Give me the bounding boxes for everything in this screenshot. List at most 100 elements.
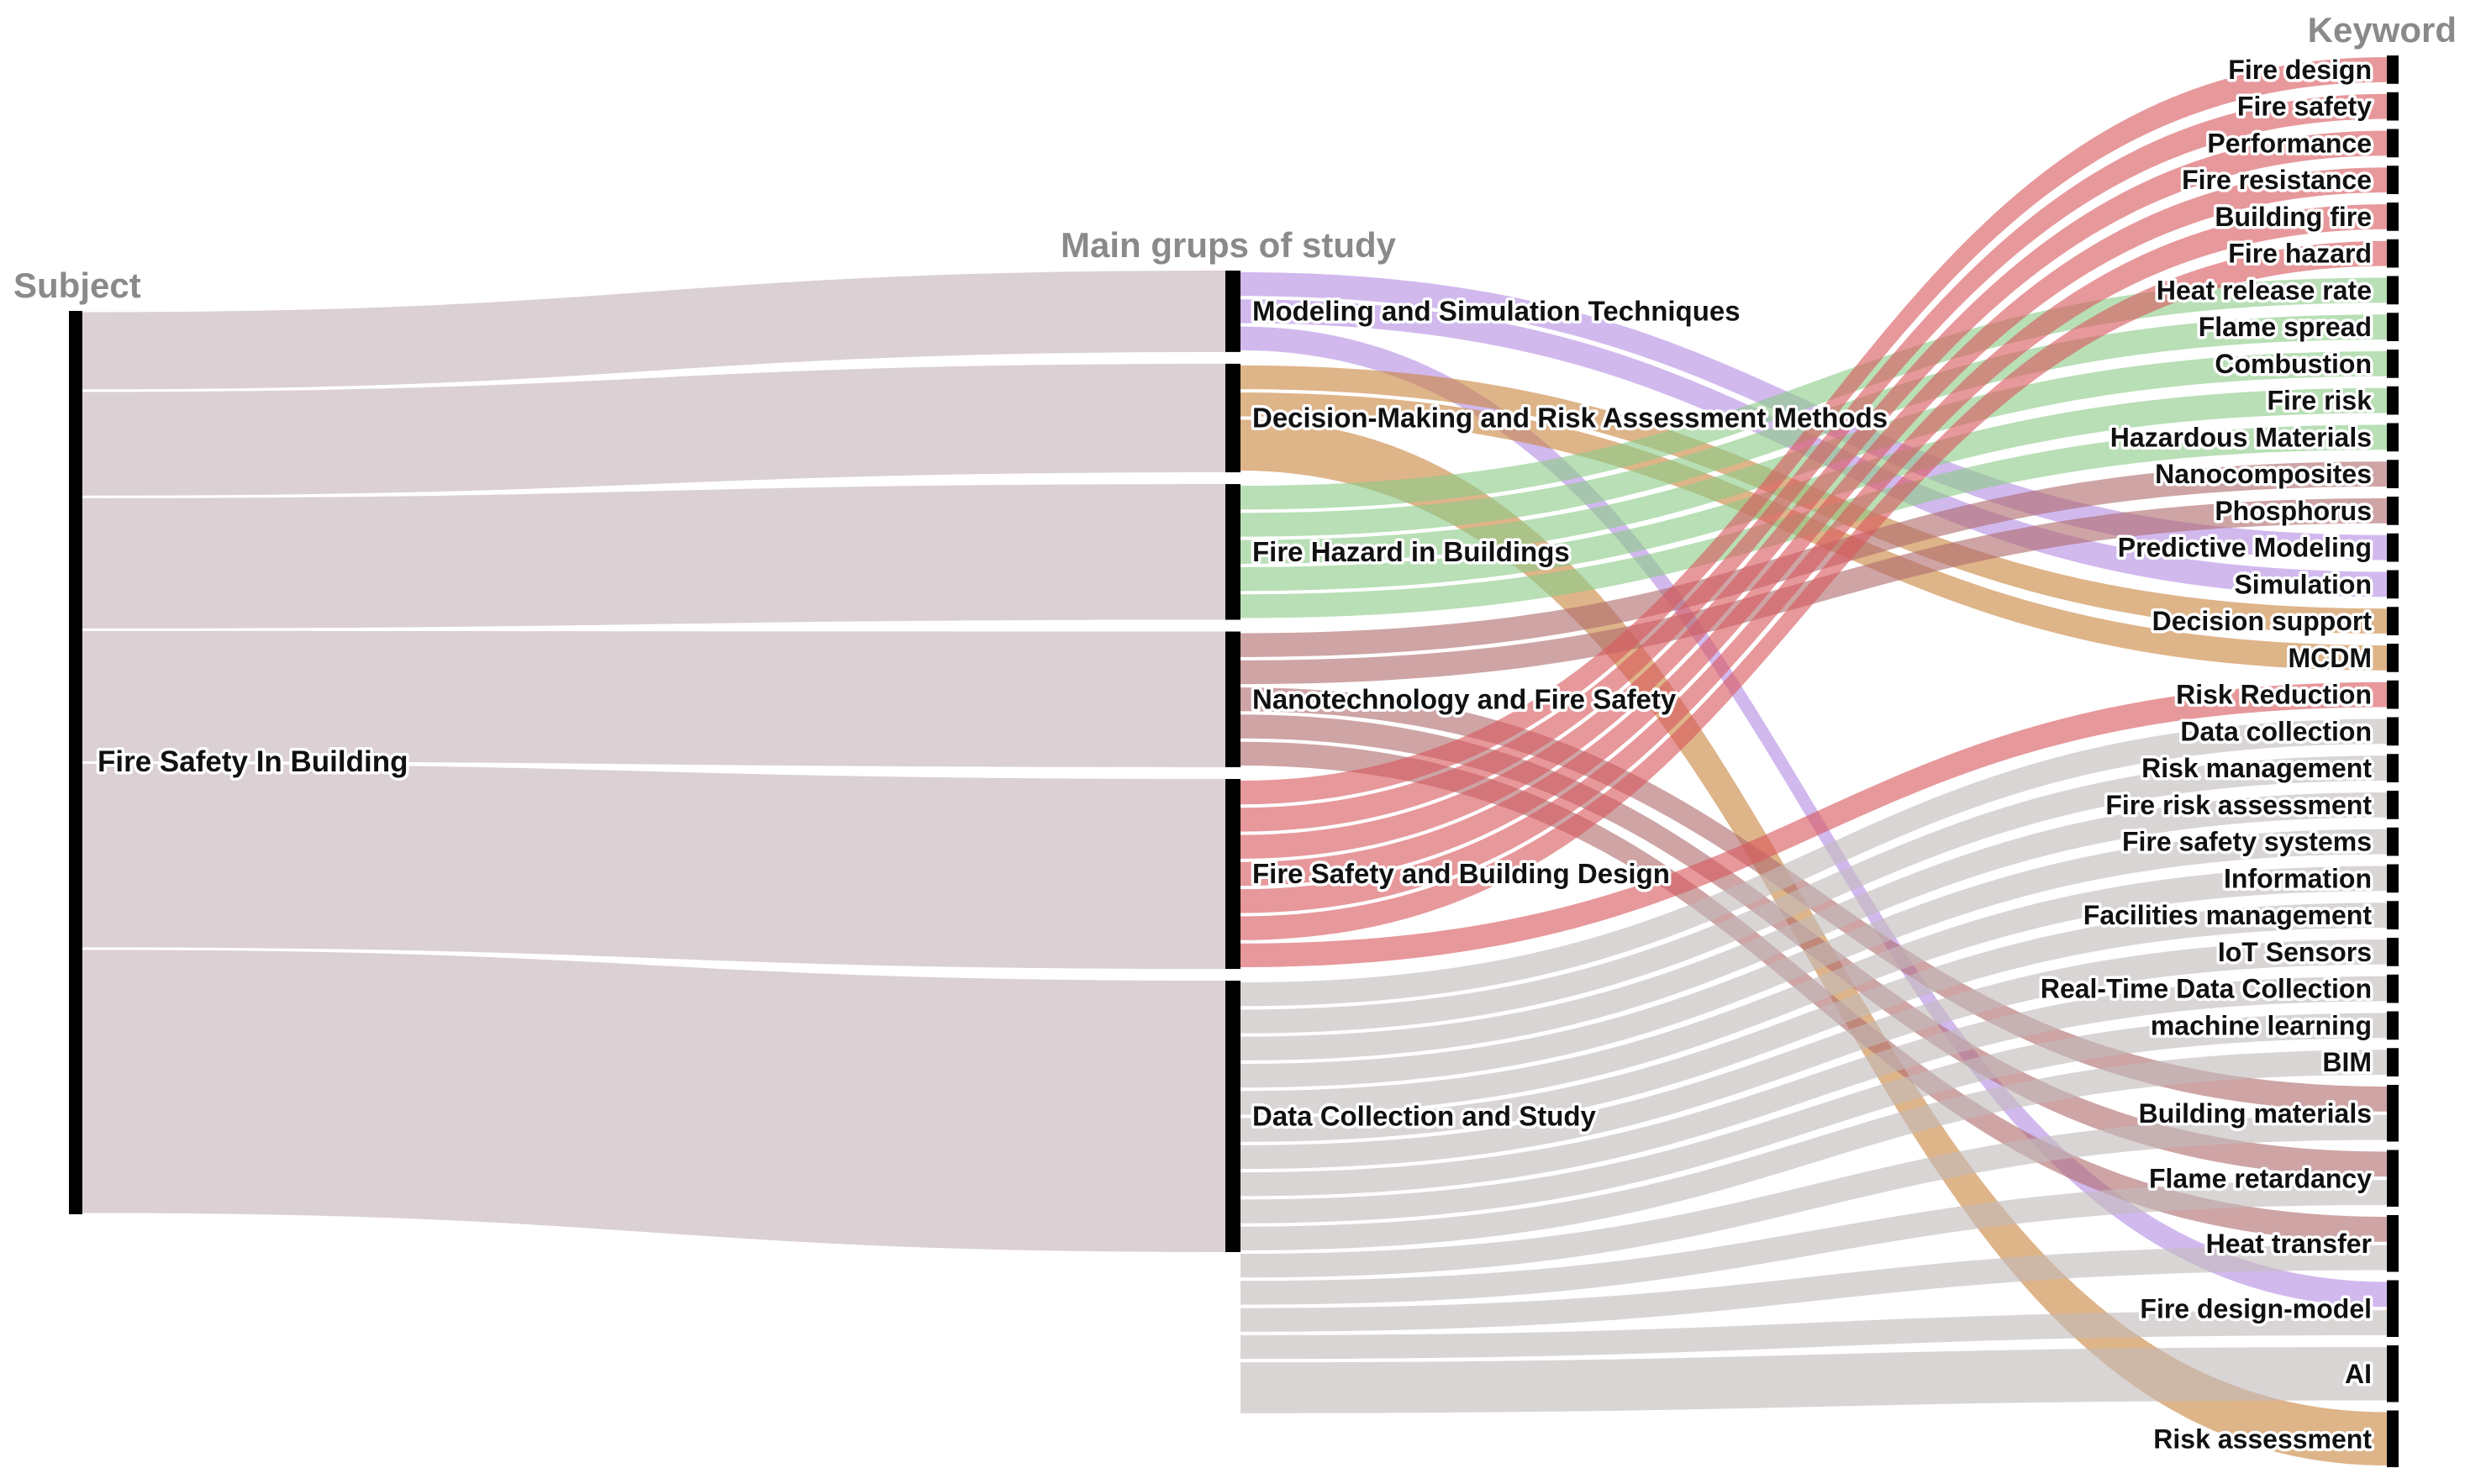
group-label-nano: Nanotechnology and Fire Safety (1252, 683, 1677, 714)
group-links-layer (1240, 57, 2387, 1466)
link-data-to-real-time-data-collection (1240, 976, 2387, 1197)
subject-node (69, 311, 82, 1214)
keyword-node-phosphorus (2387, 497, 2399, 525)
keyword-node-bim (2387, 1048, 2399, 1076)
keyword-label-machine-learning: machine learning (2151, 1010, 2372, 1040)
link-design-to-fire-resistance (1240, 167, 2387, 887)
keyword-node-iot-sensors (2387, 938, 2399, 966)
keyword-node-real-time-data-collection (2387, 974, 2399, 1003)
keyword-node-nanocomposites (2387, 460, 2399, 488)
link-hazard-to-heat-release-rate (1240, 277, 2387, 510)
keyword-label-risk-management: Risk management (2141, 753, 2372, 783)
link-subject-to-decision (82, 363, 1225, 496)
group-label-modeling: Modeling and Simulation Techniques (1252, 295, 1741, 326)
link-design-to-risk-reduction (1240, 681, 2387, 968)
keyword-label-phosphorus: Phosphorus (2215, 496, 2372, 526)
link-data-to-flame-retardancy (1240, 1180, 2387, 1305)
link-data-to-building-materials (1240, 1114, 2387, 1278)
keyword-label-mcdm: MCDM (2288, 643, 2372, 673)
keyword-node-risk-assessment (2387, 1410, 2399, 1467)
group-node-modeling (1225, 271, 1240, 352)
keyword-label-real-time-data-collection: Real-Time Data Collection (2041, 974, 2372, 1004)
keyword-node-building-fire (2387, 203, 2399, 231)
keyword-label-combustion: Combustion (2215, 349, 2372, 379)
group-node-nano (1225, 631, 1240, 767)
group-node-design (1225, 779, 1240, 970)
link-data-to-risk-management (1240, 755, 2387, 1034)
link-data-to-bim (1240, 1050, 2387, 1250)
keyword-label-fire-design: Fire design (2228, 55, 2372, 85)
keyword-node-building-materials (2387, 1085, 2399, 1142)
keyword-label-information: Information (2224, 863, 2372, 893)
link-design-to-fire-design (1240, 57, 2387, 805)
link-subject-to-nano (82, 630, 1225, 767)
group-label-hazard: Fire Hazard in Buildings (1252, 536, 1570, 567)
keyword-node-fire-resistance (2387, 166, 2399, 194)
keyword-label-fire-safety-systems: Fire safety systems (2122, 827, 2372, 857)
keyword-label-ai: AI (2345, 1359, 2372, 1389)
link-data-to-fire-risk-assessment (1240, 792, 2387, 1060)
keyword-label-hazardous-materials: Hazardous Materials (2110, 422, 2372, 452)
keyword-label-data-collection: Data collection (2180, 716, 2372, 746)
keyword-node-fire-risk-assessment (2387, 791, 2399, 819)
subject-column-title: Subject (13, 266, 141, 305)
keyword-label-fire-risk: Fire risk (2267, 386, 2372, 416)
link-data-to-machine-learning (1240, 1013, 2387, 1224)
group-node-data (1225, 981, 1240, 1252)
link-subject-to-data (82, 950, 1225, 1252)
group-label-data: Data Collection and Study (1252, 1101, 1597, 1132)
keyword-label-fire-risk-assessment: Fire risk assessment (2105, 790, 2372, 820)
link-data-to-fire-design-model (1240, 1310, 2387, 1360)
keyword-label-risk-assessment: Risk assessment (2153, 1423, 2372, 1454)
keyword-node-facilities-management (2387, 901, 2399, 929)
keyword-label-fire-hazard: Fire hazard (2228, 239, 2372, 269)
group-node-hazard (1225, 484, 1240, 620)
group-label-design: Fire Safety and Building Design (1252, 858, 1670, 889)
link-design-to-building-fire (1240, 204, 2387, 913)
link-data-to-facilities-management (1240, 903, 2387, 1142)
subject-node-label: Fire Safety In Building (97, 745, 408, 778)
link-data-to-data-collection (1240, 718, 2387, 1007)
keyword-label-fire-design-model: Fire design-model (2140, 1293, 2372, 1323)
keyword-label-heat-transfer: Heat transfer (2206, 1229, 2372, 1259)
keyword-node-combustion (2387, 350, 2399, 378)
labels-layer: Subject Main grups of study Keyword Fire… (13, 10, 2457, 1457)
keyword-node-heat-transfer (2387, 1215, 2399, 1272)
keyword-label-facilities-management: Facilities management (2083, 900, 2373, 930)
link-design-to-fire-hazard (1240, 240, 2387, 940)
keyword-node-fire-hazard (2387, 239, 2399, 268)
link-design-to-fire-safety (1240, 93, 2387, 832)
keyword-label-decision-support: Decision support (2152, 606, 2373, 636)
keyword-label-building-fire: Building fire (2215, 202, 2372, 232)
keyword-node-mcdm (2387, 644, 2399, 672)
keyword-label-simulation: Simulation (2234, 569, 2372, 599)
link-subject-to-hazard (82, 484, 1225, 629)
link-data-to-information (1240, 866, 2387, 1115)
group-node-decision (1225, 363, 1240, 473)
keyword-node-risk-management (2387, 754, 2399, 782)
keyword-node-decision-support (2387, 607, 2399, 635)
link-nano-to-flame-retardancy (1240, 714, 2387, 1177)
link-data-to-ai (1240, 1347, 2387, 1413)
keyword-node-fire-safety-systems (2387, 827, 2399, 856)
groups-column-title: Main grups of study (1061, 225, 1397, 265)
keyword-label-bim: BIM (2322, 1047, 2372, 1077)
keyword-node-risk-reduction (2387, 680, 2399, 709)
keyword-label-building-materials: Building materials (2139, 1098, 2372, 1129)
keyword-node-information (2387, 864, 2399, 893)
keyword-node-flame-spread (2387, 313, 2399, 341)
keyword-node-hazardous-materials (2387, 423, 2399, 452)
link-subject-to-modeling (82, 271, 1225, 390)
keyword-node-data-collection (2387, 717, 2399, 746)
link-data-to-iot-sensors (1240, 939, 2387, 1170)
keyword-label-flame-retardancy: Flame retardancy (2149, 1163, 2372, 1193)
keyword-node-ai (2387, 1345, 2399, 1402)
keyword-label-heat-release-rate: Heat release rate (2157, 275, 2372, 305)
subject-links-layer (82, 271, 1225, 1252)
keyword-node-simulation (2387, 570, 2399, 599)
keyword-node-fire-design-model (2387, 1280, 2399, 1337)
nodes-layer (69, 55, 2399, 1467)
keywords-column-title: Keyword (2308, 10, 2457, 50)
keyword-label-risk-reduction: Risk Reduction (2176, 680, 2372, 710)
